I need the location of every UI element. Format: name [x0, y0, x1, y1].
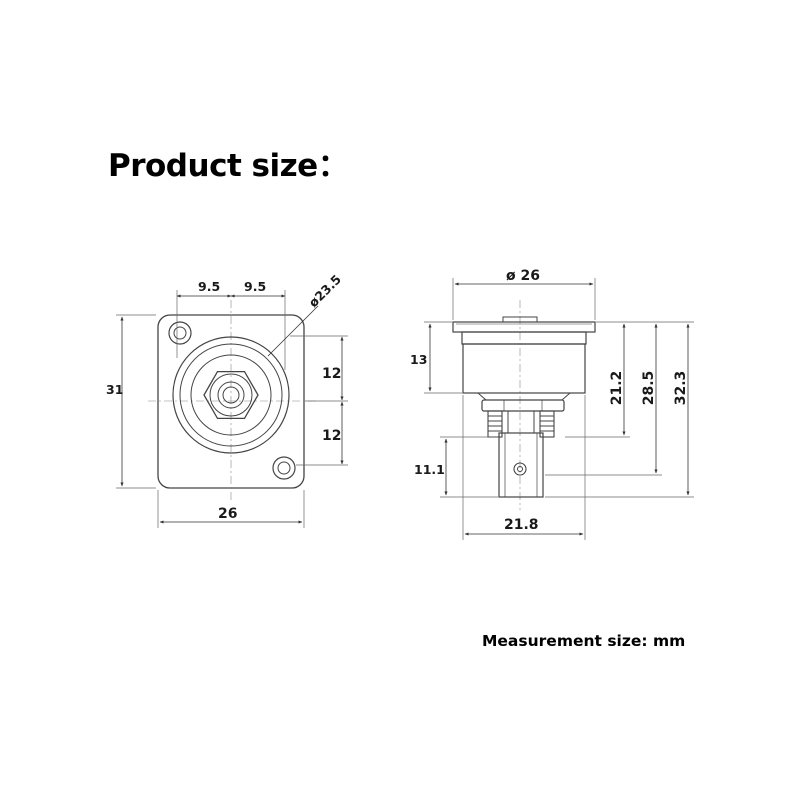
dim-label-depth-c: 32.3: [673, 371, 689, 406]
dim-label-tail-length: 11.1: [414, 462, 445, 477]
dim-label-half-width-left: 9.5: [198, 279, 220, 294]
dim-label-lower-offset: 12: [322, 428, 341, 444]
side-view: [424, 278, 694, 540]
housing-body: [462, 343, 586, 394]
dim-label-depth-a: 21.2: [609, 371, 625, 406]
page-title: Product size：: [108, 148, 349, 184]
dim-label-flange-diameter: ø 26: [506, 268, 540, 284]
mounting-hole-bottom-right: [272, 456, 296, 480]
dim-label-flange-height: 13: [410, 352, 427, 367]
flange: [452, 316, 596, 345]
dim-label-upper-offset: 12: [322, 366, 341, 382]
mounting-hole-top-left: [168, 321, 192, 345]
dim-label-half-width-right: 9.5: [244, 279, 266, 294]
dim-label-height: 31: [106, 382, 123, 397]
dim-label-diameter: ø23.5: [306, 272, 344, 310]
nut: [481, 399, 565, 412]
dim-label-depth-b: 28.5: [641, 371, 657, 406]
front-view: [116, 290, 348, 528]
neck: [476, 392, 572, 401]
threaded-post-right: [539, 410, 555, 438]
solder-tail: [498, 432, 544, 498]
connector-face: [172, 336, 290, 454]
measurement-unit-note: Measurement size: mm: [482, 632, 686, 650]
threaded-post-left: [487, 410, 503, 438]
dim-label-body-width: 21.8: [504, 517, 539, 533]
dim-label-width: 26: [218, 506, 237, 522]
